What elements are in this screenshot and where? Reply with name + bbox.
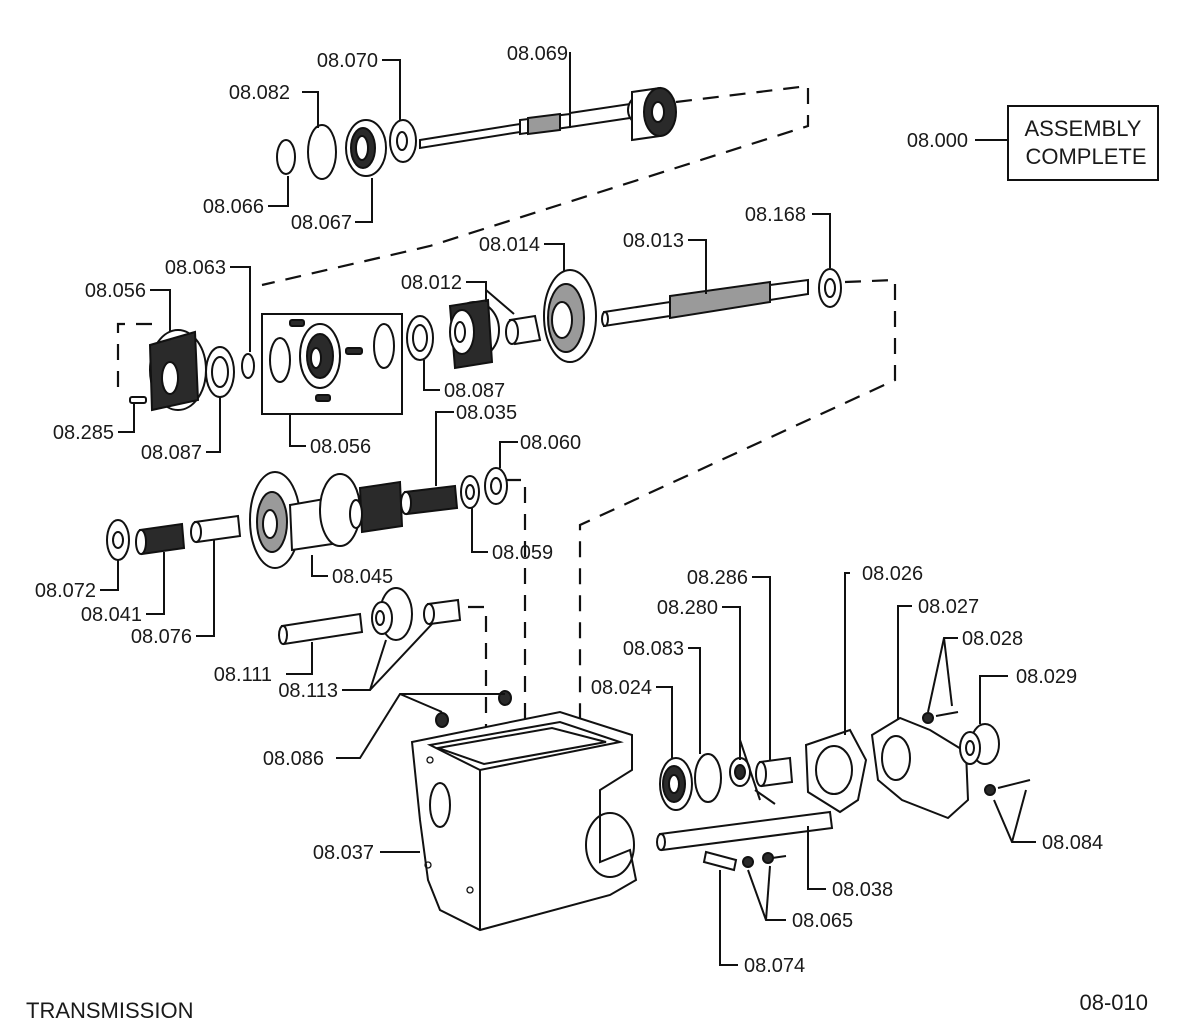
bearing-08067 (345, 119, 387, 177)
idler-group (278, 587, 512, 728)
assembly-box-line1: ASSEMBLY (1025, 116, 1142, 141)
label-08028: 08.028 (962, 628, 1023, 650)
retainer-08063 (241, 353, 255, 379)
label-08113: 08.113 (278, 680, 338, 702)
main-drive-gear-group (276, 86, 677, 180)
label-08084: 08.084 (1042, 832, 1103, 854)
page-number: 08-010 (1079, 990, 1148, 1015)
thrust-washer-08072 (106, 519, 130, 561)
spacer-08076 (190, 514, 242, 544)
label-08082: 08.082 (229, 82, 290, 104)
plugs-08086 (435, 690, 512, 728)
label-08065: 08.065 (792, 910, 853, 932)
label-08026: 08.026 (862, 563, 923, 585)
assembly-box-line2: COMPLETE (1025, 144, 1146, 169)
shaft-08038 (656, 810, 834, 852)
roller-bearing-08035 (400, 484, 459, 516)
label-08056-box: 08.056 (310, 436, 371, 458)
label-08072: 08.072 (35, 580, 96, 602)
mainshaft-group (129, 268, 842, 415)
assembly-guide-lines (116, 84, 897, 740)
label-08285: 08.285 (53, 422, 114, 444)
shifter-subassembly-box (261, 313, 403, 415)
label-08027: 08.027 (918, 596, 979, 618)
thrust-washer-08087-right (406, 315, 434, 361)
label-08038: 08.038 (832, 879, 893, 901)
gasket-08026 (804, 728, 868, 814)
bushing-08012 (505, 314, 542, 346)
bolt-08028 (922, 711, 959, 724)
countershaft-gear-08045 (249, 471, 404, 569)
label-08035: 08.035 (456, 402, 517, 424)
label-08059: 08.059 (492, 542, 553, 564)
bushing-08286 (755, 756, 794, 788)
gear-08012 (448, 298, 500, 370)
washer-08168 (818, 268, 842, 308)
cover-08027 (870, 716, 970, 820)
leader-lines (100, 52, 1036, 966)
transmission-case-08037 (410, 710, 638, 932)
part-number-labels: 08.000 08.070 08.069 08.082 08.066 08.06… (35, 43, 1103, 977)
countershaft-group (106, 467, 508, 569)
label-08014: 08.014 (479, 234, 540, 256)
diagram-title: TRANSMISSION (26, 998, 193, 1023)
label-08070: 08.070 (317, 50, 378, 72)
bolt-08084 (984, 779, 1031, 796)
bearing-08029 (959, 723, 1000, 765)
label-08013: 08.013 (623, 230, 684, 252)
label-08280: 08.280 (657, 597, 718, 619)
thrust-washer-08087-left (205, 346, 235, 398)
snap-ring-08082 (307, 124, 337, 180)
label-08063: 08.063 (165, 257, 226, 279)
label-08066: 08.066 (203, 196, 264, 218)
label-08111: 08.111 (214, 664, 272, 686)
shifter-clutch-08056 (148, 329, 207, 412)
label-08024: 08.024 (591, 677, 652, 699)
main-drive-shaft-08069 (419, 86, 677, 150)
washer-08070 (389, 119, 417, 163)
label-08045: 08.045 (332, 566, 393, 588)
side-cover-group (656, 711, 1031, 872)
thrust-washer-08059 (460, 475, 480, 509)
plate-08074 (702, 850, 738, 872)
label-08069: 08.069 (507, 43, 568, 65)
screws-08065 (742, 852, 787, 868)
key-08285 (129, 396, 147, 404)
label-08060: 08.060 (520, 432, 581, 454)
label-08074: 08.074 (744, 955, 805, 977)
bearing-08024 (659, 757, 693, 811)
label-08076: 08.076 (131, 626, 192, 648)
idler-gear-08113 (371, 587, 413, 641)
label-08083: 08.083 (623, 638, 684, 660)
mainshaft-08013 (601, 278, 809, 328)
label-08087-right: 08.087 (444, 380, 505, 402)
thrust-washer-08060 (484, 467, 508, 505)
label-08029: 08.029 (1016, 666, 1077, 688)
label-08041: 08.041 (81, 604, 142, 626)
assembly-complete-box (1007, 105, 1159, 181)
label-08000: 08.000 (907, 130, 968, 152)
label-08037: 08.037 (313, 842, 374, 864)
label-08286: 08.286 (687, 567, 748, 589)
label-08086: 08.086 (263, 748, 324, 770)
label-08087-left: 08.087 (141, 442, 202, 464)
shaft-08111 (278, 612, 364, 646)
idler-bushing-08113 (423, 598, 462, 626)
label-08067: 08.067 (291, 212, 352, 234)
roller-bearing-08041 (135, 522, 186, 556)
shifter-subassembly-08056 (269, 319, 395, 402)
snap-ring-08083 (694, 753, 722, 803)
label-08168: 08.168 (745, 204, 806, 226)
label-08056-left: 08.056 (85, 280, 146, 302)
label-08012: 08.012 (401, 272, 462, 294)
gear-08014 (543, 269, 597, 363)
retaining-ring-08066 (276, 139, 296, 175)
